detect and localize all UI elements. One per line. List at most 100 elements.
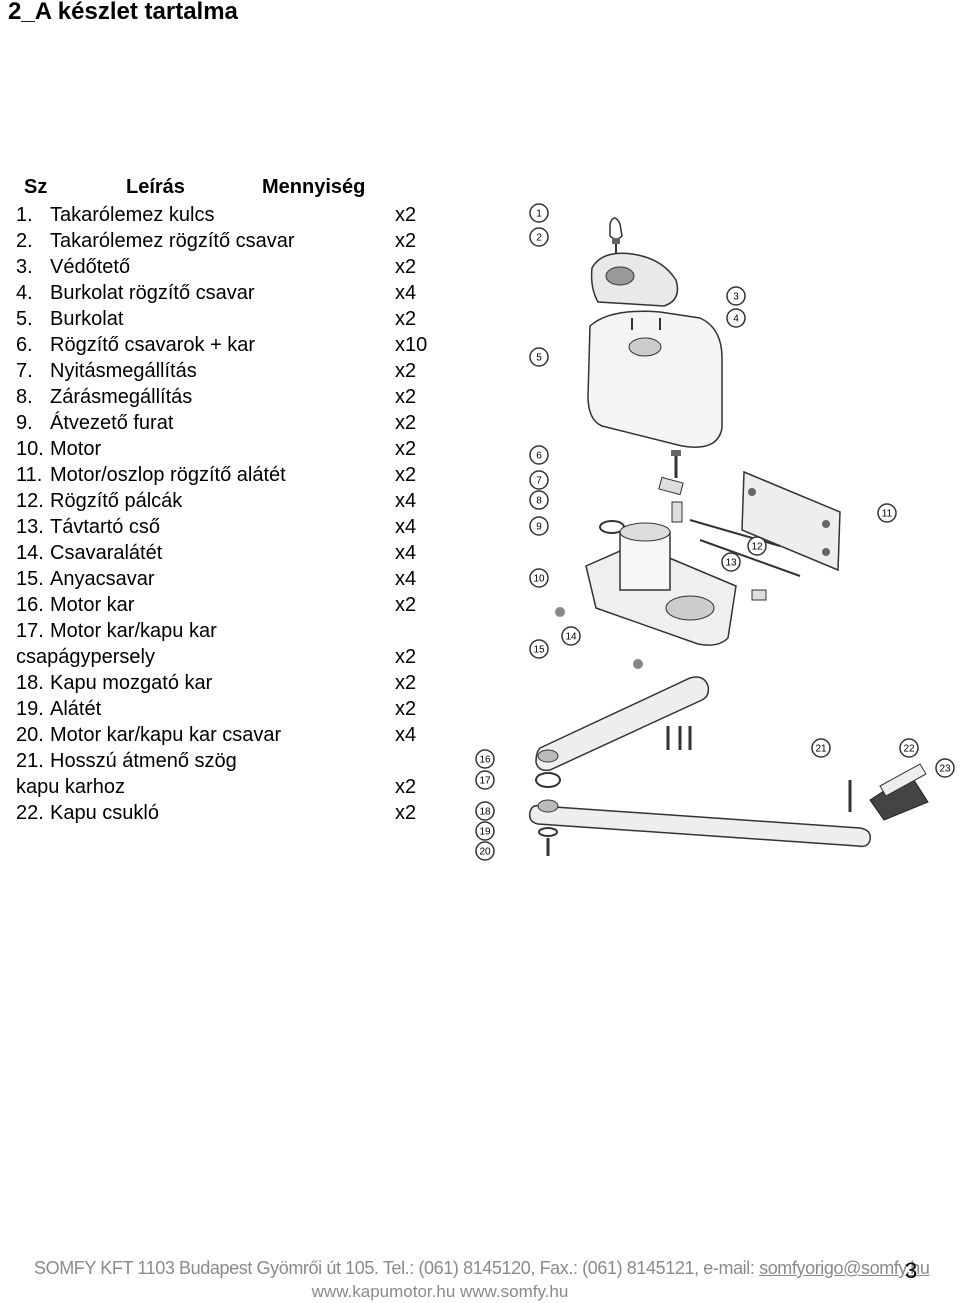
- list-item: 7. Nyitásmegállítás: [16, 358, 197, 384]
- item-quantity: x4: [395, 516, 417, 538]
- list-item: 18.Kapu mozgató kar: [16, 670, 212, 696]
- page-title: 2_A készlet tartalma: [8, 0, 238, 25]
- callout-label: 20: [479, 847, 491, 858]
- list-item: 14.Csavaralátét: [16, 540, 162, 566]
- item-description: Kapu csukló: [50, 802, 159, 824]
- item-number: 20.: [16, 724, 44, 746]
- item-description: Védőtető: [50, 256, 131, 278]
- list-item: 1.Takarólemez kulcs: [16, 202, 215, 228]
- footer-websites[interactable]: www.kapumotor.hu www.somfy.hu: [311, 1282, 569, 1301]
- callout-label: 12: [751, 542, 763, 553]
- item-quantity: x4: [395, 490, 417, 512]
- callout-circle: [721, 552, 741, 572]
- item-quantity: x2: [395, 256, 417, 278]
- callout-circle: [726, 308, 746, 328]
- item-quantity: x2: [395, 308, 417, 330]
- item-description: Motor/oszlop rögzítő alátét: [50, 464, 286, 486]
- callout-circle: [529, 516, 549, 536]
- callout-label: 17: [479, 776, 491, 787]
- callout-circle: [475, 841, 495, 861]
- item-number: 17.: [16, 620, 44, 642]
- item-description: Anyacsavar: [50, 568, 155, 590]
- item-description: Csavaralátét: [50, 542, 163, 564]
- item-quantity: x4: [395, 542, 417, 564]
- item-quantity: x2: [395, 594, 417, 616]
- callout-label: 13: [725, 558, 737, 569]
- item-number: 8.: [16, 386, 33, 408]
- callout-circle: [529, 203, 549, 223]
- item-quantity: x2: [395, 412, 417, 434]
- callout-label: 15: [533, 645, 545, 656]
- list-item: 19. Alátét: [16, 696, 101, 722]
- item-number: 5.: [16, 308, 33, 330]
- item-description: Motor kar/kapu kar: [50, 620, 217, 642]
- item-description: Takarólemez rögzítő csavar: [50, 230, 295, 252]
- part-screw-2: [612, 238, 620, 244]
- callout-label: 8: [536, 496, 542, 507]
- list-item: 4.Burkolat rögzítő csavar: [16, 280, 255, 306]
- item-description: Motor: [50, 438, 102, 460]
- item-quantity: x4: [395, 724, 417, 746]
- item-description-continued: kapu karhoz: [16, 776, 125, 798]
- header-description: Leírás: [126, 176, 185, 198]
- list-item: 12.Rögzítő pálcák: [16, 488, 182, 514]
- callout-circle: [529, 445, 549, 465]
- header-quantity: Mennyiség: [262, 176, 366, 198]
- part-key: [609, 217, 623, 240]
- item-number: 15.: [16, 568, 44, 590]
- item-number: 2.: [16, 230, 33, 252]
- callout-label: 2: [536, 233, 542, 244]
- item-number: 19.: [16, 698, 44, 720]
- item-quantity: x2: [395, 230, 417, 252]
- item-number: 10.: [16, 438, 44, 460]
- callout-circle: [475, 821, 495, 841]
- callout-label: 22: [903, 744, 915, 755]
- item-description: Kapu mozgató kar: [50, 672, 213, 694]
- item-number: 21.: [16, 750, 44, 772]
- list-item: 17. Motor kar/kapu kar: [16, 618, 217, 644]
- callout-circle: [529, 639, 549, 659]
- item-number: 7.: [16, 360, 33, 382]
- callout-circle: [529, 227, 549, 247]
- item-quantity: x2: [395, 386, 417, 408]
- callout-circle: [475, 770, 495, 790]
- callout-label: 5: [536, 353, 542, 364]
- item-description: Burkolat: [50, 308, 124, 330]
- callout-label: 10: [533, 574, 545, 585]
- item-description: Alátét: [50, 698, 102, 720]
- item-description: Rögzítő csavarok + kar: [50, 334, 256, 356]
- callout-circle: [726, 286, 746, 306]
- part-gate-arm: [528, 804, 872, 848]
- item-number: 1.: [16, 204, 33, 226]
- list-item: 15. Anyacsavar: [16, 566, 155, 592]
- callout-label: 7: [536, 476, 542, 487]
- item-quantity: x2: [395, 438, 417, 460]
- callout-label: 11: [882, 509, 893, 520]
- list-item: 13.Távtartó cső: [16, 514, 160, 540]
- part-motor-body: [619, 531, 671, 591]
- list-item: 6.Rögzítő csavarok + kar: [16, 332, 255, 358]
- item-description: Hosszú átmenő szög: [50, 750, 237, 772]
- item-quantity: x2: [395, 776, 417, 798]
- callout-circle: [529, 568, 549, 588]
- part-housing: [587, 310, 723, 448]
- item-number: 16.: [16, 594, 44, 616]
- callout-circle: [561, 626, 581, 646]
- callout-label: 19: [479, 827, 491, 838]
- callout-circle: [529, 490, 549, 510]
- footer-email-link[interactable]: somfyorigo@somfy.hu: [759, 1258, 930, 1278]
- item-description: Nyitásmegállítás: [50, 360, 197, 382]
- list-item: 16.Motor kar: [16, 592, 134, 618]
- callout-circle: [475, 749, 495, 769]
- item-quantity: x4: [395, 568, 417, 590]
- footer-contact: SOMFY KFT 1103 Budapest Gyömrői út 105. …: [34, 1258, 930, 1279]
- item-quantity: x2: [395, 646, 417, 668]
- header-number: Sz: [24, 176, 48, 198]
- callout-label: 6: [536, 451, 542, 462]
- list-item: 11.Motor/oszlop rögzítő alátét: [16, 462, 286, 488]
- item-quantity: x10: [395, 334, 428, 356]
- list-item: 3.Védőtető: [16, 254, 130, 280]
- list-item: 8.Zárásmegállítás: [16, 384, 192, 410]
- item-number: 13.: [16, 516, 44, 538]
